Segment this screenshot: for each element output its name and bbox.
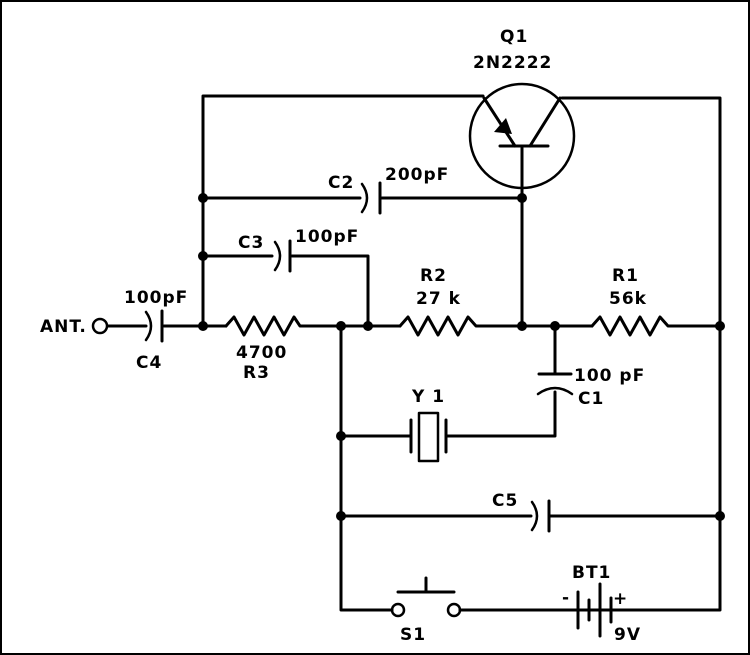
capacitor-c2 — [360, 181, 382, 215]
resistor-r2 — [398, 315, 486, 337]
c3-value-label: 100pF — [295, 227, 359, 247]
c1-ref-label: C1 — [578, 389, 604, 409]
bt1-value-label: 9V — [614, 625, 641, 645]
q1-part-label: 2N2222 — [473, 53, 552, 73]
resistor-r3 — [224, 315, 308, 337]
c2-ref-label: C2 — [328, 173, 354, 193]
battery-bt1 — [576, 582, 613, 638]
switch-s1 — [390, 576, 462, 618]
resistor-r1 — [590, 315, 678, 337]
r2-value-label: 27 k — [416, 289, 461, 309]
bt1-minus-label: - — [562, 588, 570, 608]
antenna-label: ANT. — [40, 317, 87, 337]
c4-ref-label: C4 — [136, 353, 162, 373]
s1-ref-label: S1 — [400, 625, 426, 645]
c2-value-label: 200pF — [385, 165, 449, 185]
y1-ref-label: Y 1 — [411, 387, 445, 407]
c5-ref-label: C5 — [492, 491, 518, 511]
r1-value-label: 56k — [609, 289, 647, 309]
emitter-arrow — [494, 118, 512, 134]
r2-ref-label: R2 — [420, 266, 447, 286]
r1-ref-label: R1 — [612, 266, 639, 286]
q1-ref-label: Q1 — [500, 27, 528, 47]
antenna-terminal — [91, 317, 109, 335]
bt1-ref-label: BT1 — [572, 563, 611, 583]
capacitor-c5 — [530, 499, 551, 533]
junction-dots — [198, 193, 725, 521]
r3-value-label: 4700 — [236, 343, 287, 363]
capacitor-c1 — [536, 372, 574, 396]
r3-ref-label: R3 — [243, 363, 270, 383]
labels: Q1 2N2222 C2 200pF C3 100pF 100pF C4 ANT… — [40, 27, 647, 645]
crystal-y1 — [409, 411, 448, 463]
c3-ref-label: C3 — [238, 233, 264, 253]
capacitor-c3 — [273, 239, 292, 273]
bt1-plus-label: + — [613, 589, 628, 609]
c4-value-label: 100pF — [124, 288, 188, 308]
capacitor-c4 — [144, 309, 164, 343]
c1-value-label: 100 pF — [574, 366, 645, 386]
transistor-q1 — [468, 82, 576, 190]
